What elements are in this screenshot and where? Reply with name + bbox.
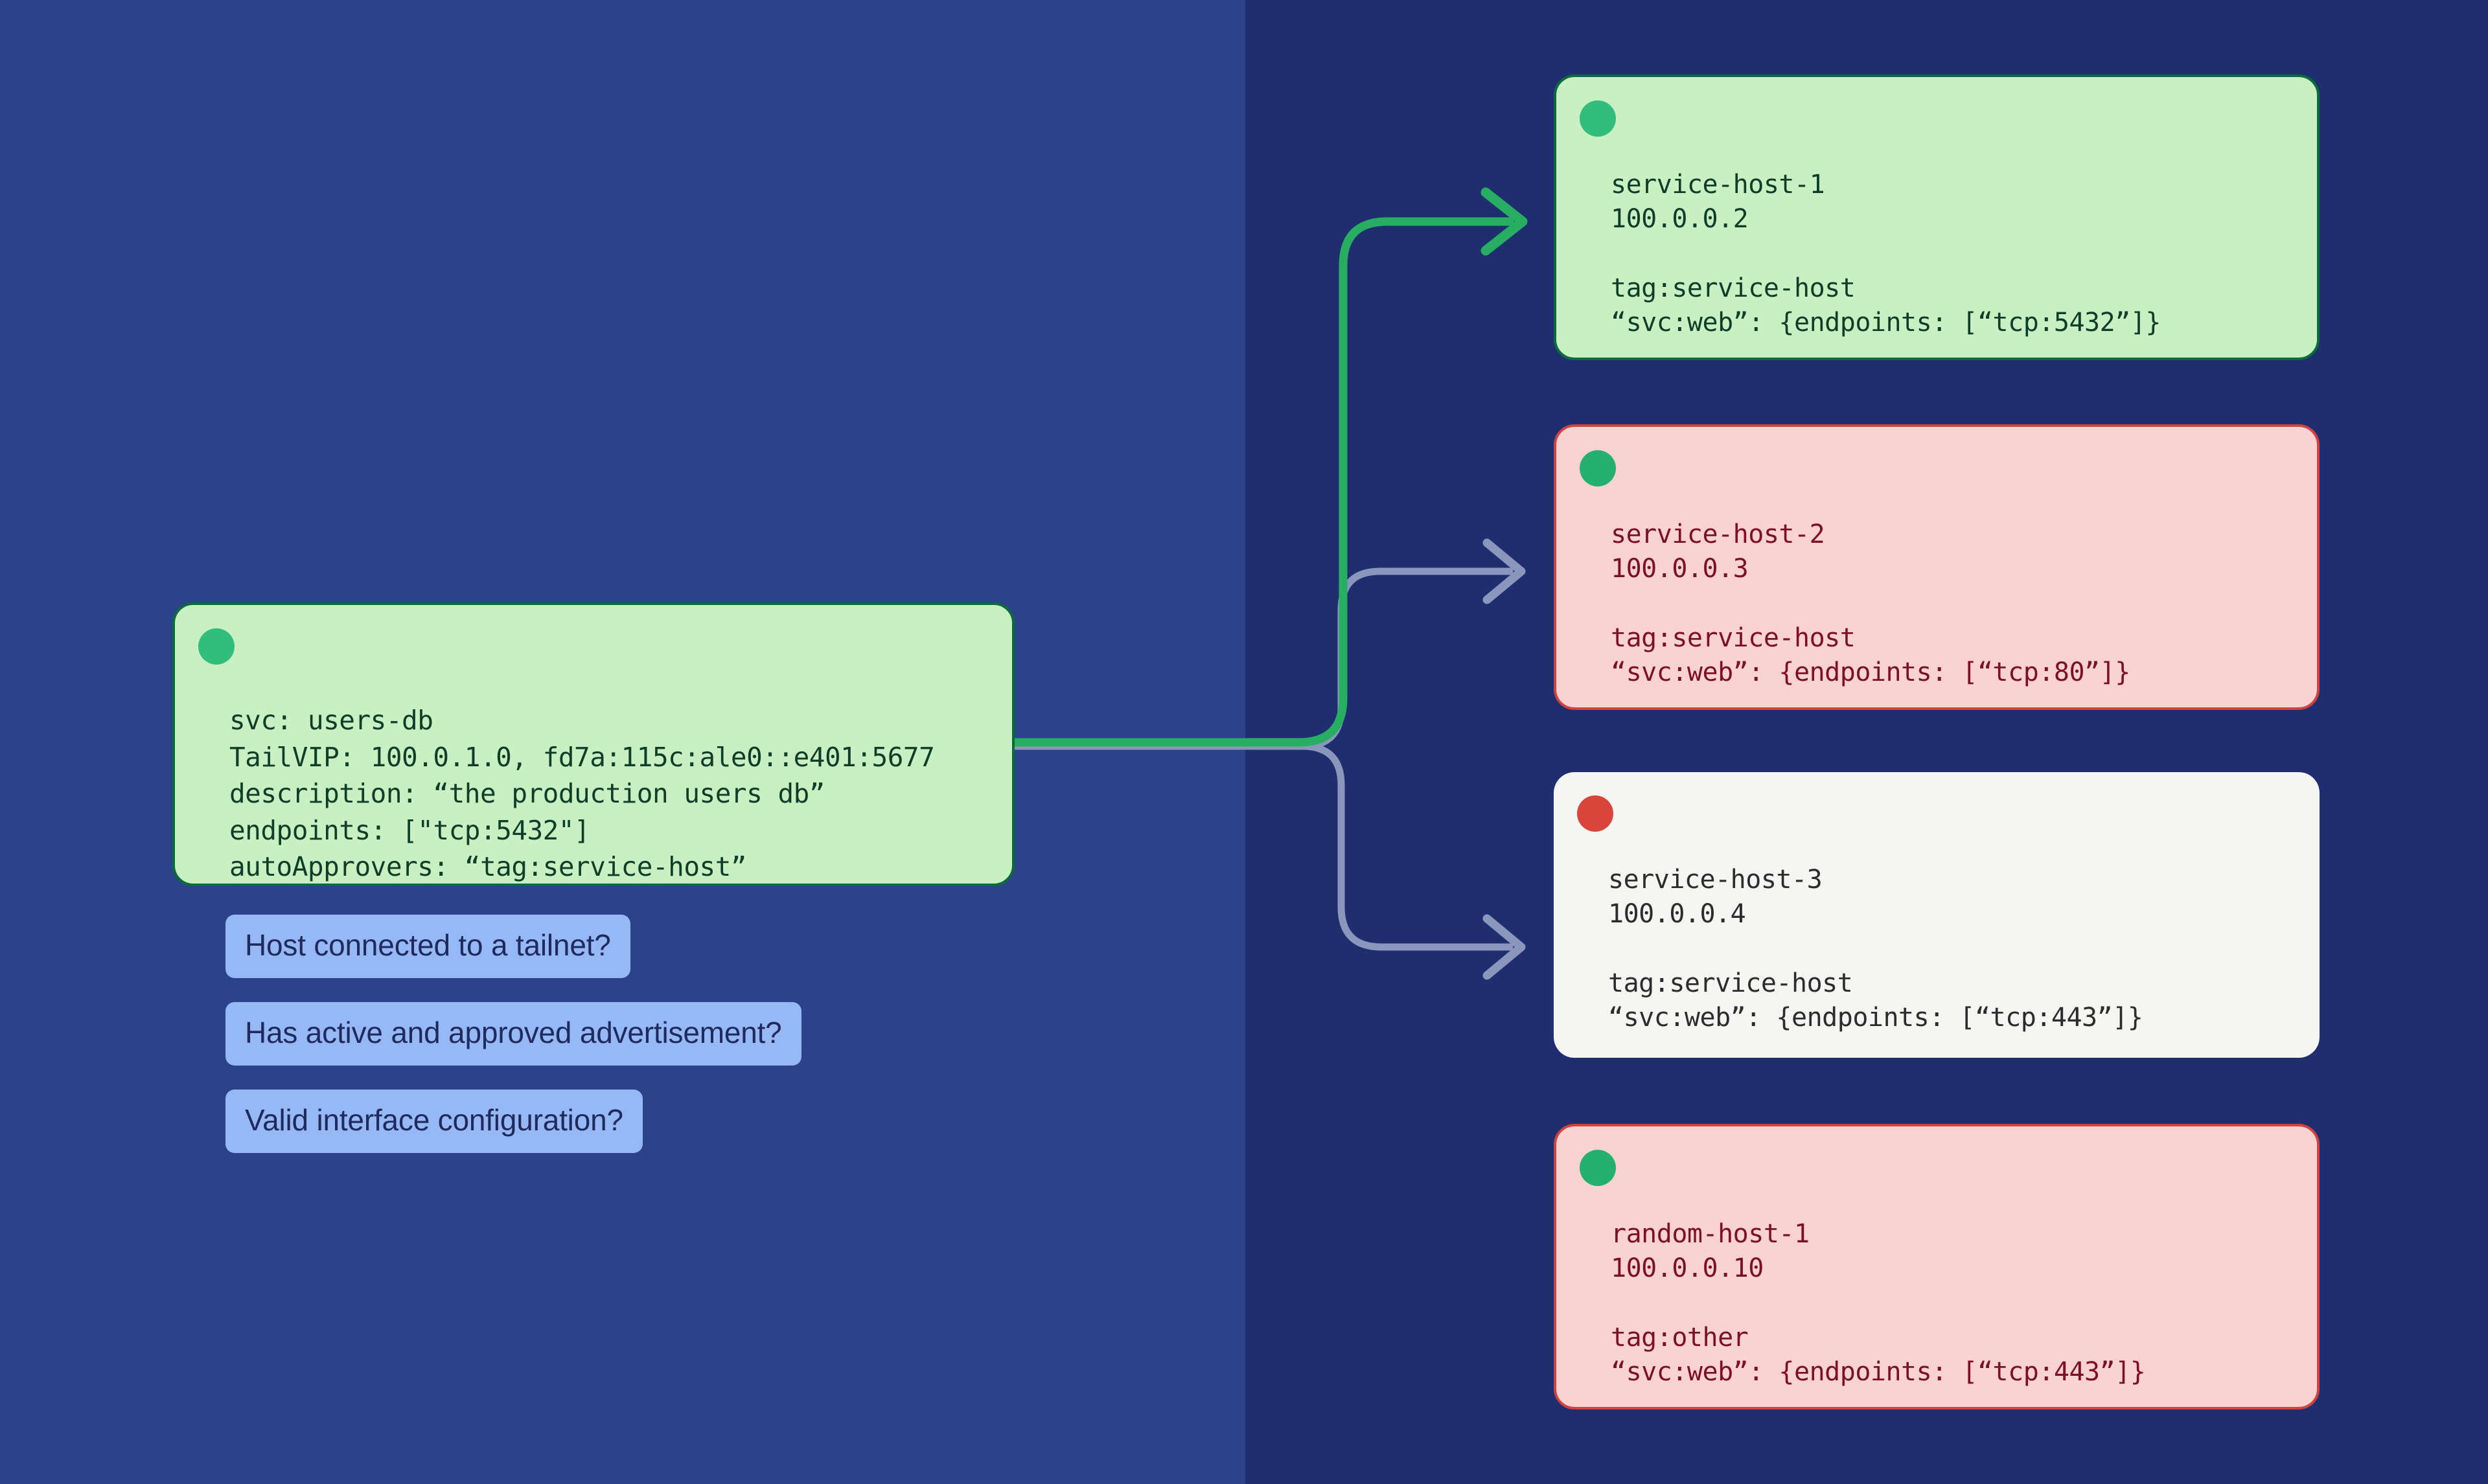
host-card-random-host-1[interactable]: random-host-1 100.0.0.10 tag:other “svc:… [1554, 1124, 2320, 1410]
host-card-service-host-2[interactable]: service-host-2 100.0.0.3 tag:service-hos… [1554, 424, 2320, 710]
red-status-dot [1577, 795, 1613, 832]
question-pill-host-connected[interactable]: Host connected to a tailnet? [225, 915, 630, 978]
question-pill-valid-interface[interactable]: Valid interface configuration? [225, 1090, 643, 1153]
host-card-service-host-1[interactable]: service-host-1 100.0.0.2 tag:service-hos… [1554, 74, 2320, 360]
service-definition-card[interactable]: svc: users-db TailVIP: 100.0.1.0, fd7a:1… [172, 602, 1015, 886]
service-definition-text: svc: users-db TailVIP: 100.0.1.0, fd7a:1… [229, 705, 935, 883]
question-pill-list: Host connected to a tailnet? Has active … [225, 915, 801, 1153]
host-details-text: service-host-3 100.0.0.4 tag:service-hos… [1608, 865, 2143, 1033]
host-details-text: random-host-1 100.0.0.10 tag:other “svc:… [1611, 1219, 2146, 1387]
green-status-dot [198, 628, 235, 665]
host-card-service-host-3[interactable]: service-host-3 100.0.0.4 tag:service-hos… [1554, 772, 2320, 1058]
host-details-text: service-host-2 100.0.0.3 tag:service-hos… [1611, 519, 2130, 687]
question-pill-active-advertisement[interactable]: Has active and approved advertisement? [225, 1002, 801, 1066]
green-status-dot [1580, 100, 1616, 137]
host-details-text: service-host-1 100.0.0.2 tag:service-hos… [1611, 170, 2161, 337]
green-status-dot [1580, 450, 1616, 486]
green-status-dot [1580, 1150, 1616, 1186]
